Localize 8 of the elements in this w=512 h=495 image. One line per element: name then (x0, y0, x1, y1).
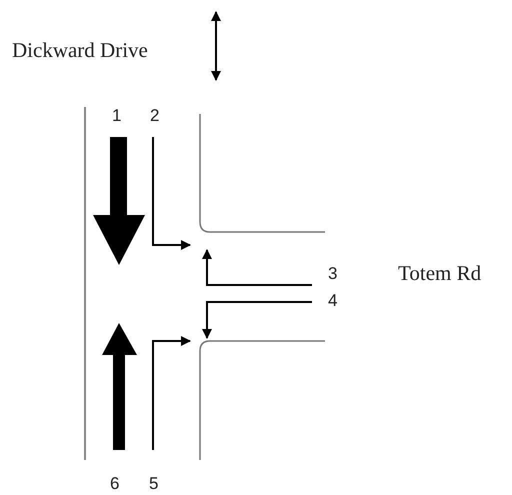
movement-number: 1 (112, 107, 122, 124)
road-name-label: Totem Rd (398, 263, 482, 284)
movement-number: 2 (150, 107, 160, 124)
road-name-label: Dickward Drive (12, 40, 148, 61)
movement-number: 5 (149, 475, 158, 492)
movement-number: 3 (328, 265, 338, 282)
movement-number: 4 (328, 292, 338, 309)
movement-number: 6 (110, 475, 120, 492)
